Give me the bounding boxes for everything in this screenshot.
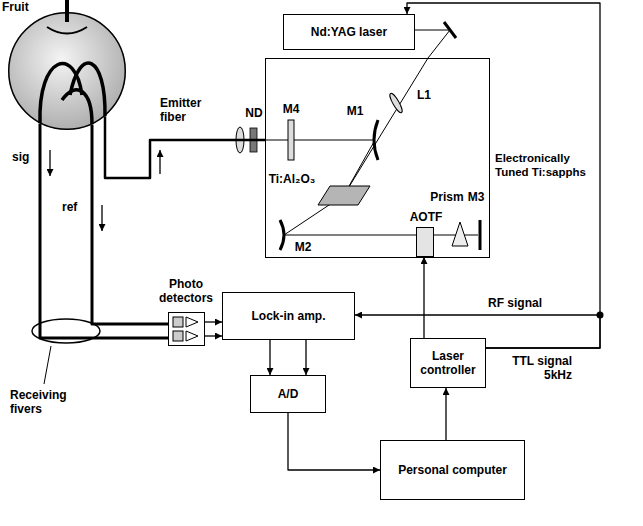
fruit-circle: Fruit (8, 12, 126, 130)
signal-line (269, 340, 270, 375)
laser-beam (265, 140, 375, 141)
photodetector-box: Photo detectors (168, 312, 205, 346)
node-label: A/D (278, 387, 299, 401)
edge-label: RF signal (488, 296, 548, 310)
node-label: Personal computer (398, 463, 507, 477)
node-label: Photo detectors (151, 277, 221, 305)
node-label: Electronically Tuned Ti:sapphs (495, 151, 587, 179)
part-label: M1 (344, 104, 366, 118)
signal-line (407, 3, 600, 348)
signal-line (288, 413, 380, 470)
process-box: Personal computer (380, 440, 525, 500)
part-label: Receiving fivers (10, 388, 76, 416)
amplifier-symbol (186, 317, 198, 327)
optical-fiber (92, 124, 168, 324)
pump-beam (344, 58, 428, 195)
optical-fiber (105, 116, 265, 178)
process-box: A/D (250, 375, 326, 413)
laser-box: Nd:YAG laser (283, 14, 415, 50)
photodiode (173, 331, 183, 341)
direction-arrow (159, 150, 160, 174)
mirror-m3 (479, 220, 482, 250)
node-label: Laser controller (414, 349, 482, 377)
lens-l1 (388, 92, 404, 114)
signal-line (445, 388, 446, 440)
edge-label: Emitter fiber (160, 96, 212, 124)
fruit-stem (65, 0, 69, 22)
signal-line (205, 321, 222, 322)
aotf-box: AOTF (416, 227, 434, 257)
fruit-body (8, 12, 126, 130)
laser-cavity-box: Electronically Tuned Ti:sapphsAOTF (265, 58, 490, 258)
ref-fiber-loop (62, 90, 92, 124)
edge-label: ref (62, 200, 86, 214)
direction-arrow (101, 205, 102, 231)
process-box: Lock-in amp. (222, 292, 355, 340)
circle-outline (9, 13, 126, 130)
part-label: L1 (414, 88, 434, 102)
part-label: TTL signal 5kHz (490, 354, 572, 382)
node-label: Lock-in amp. (251, 309, 325, 323)
mirror-m2 (280, 220, 284, 250)
circle-outline (8, 12, 126, 130)
amplifier-symbol (186, 331, 198, 341)
part-label: Prism (430, 190, 464, 204)
ti-sapphire-crystal (318, 186, 370, 205)
signal-line (415, 30, 450, 58)
part-label: M4 (280, 102, 302, 116)
signal-line (205, 335, 222, 336)
process-box: Laser controller (410, 338, 486, 388)
part-label: ND (244, 106, 264, 120)
part-label: Ti:Al₂O₃ (266, 172, 318, 186)
part-label: M2 (292, 240, 314, 254)
signal-line (305, 340, 306, 375)
fruit-cut (47, 27, 87, 34)
edge-label: sig (12, 150, 36, 164)
node-label: Fruit (2, 0, 42, 14)
part-label: M3 (466, 190, 486, 204)
node-label: AOTF (408, 210, 444, 224)
node-label: Nd:YAG laser (311, 25, 387, 39)
prism (452, 222, 468, 246)
direction-arrow (49, 150, 50, 176)
mirror-m4 (288, 120, 294, 160)
photodiode (173, 317, 183, 327)
leader-line (44, 346, 51, 384)
laser-beam (284, 235, 478, 236)
signal-line (423, 257, 424, 338)
sig-fiber-loop (40, 64, 82, 123)
